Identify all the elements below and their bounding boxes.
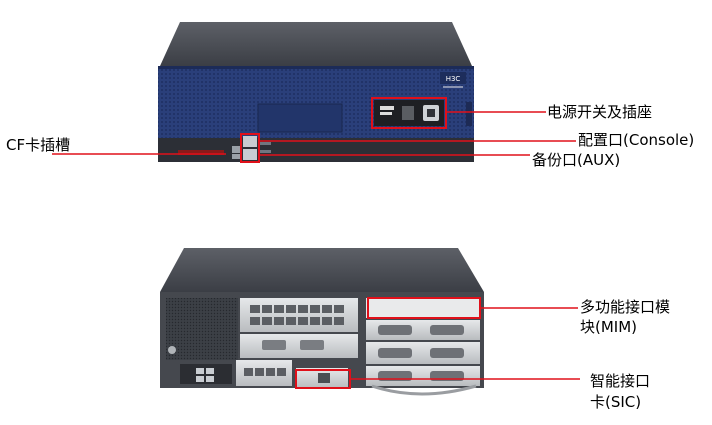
rear-port-b: [206, 368, 214, 374]
front-device: H3C: [158, 22, 474, 162]
label-mim-line2: 块(MIM): [580, 318, 638, 336]
aux-port: [243, 149, 257, 160]
rear-module-left-2: [240, 334, 358, 358]
rear-device: [160, 248, 484, 396]
rear-cable: [371, 384, 477, 396]
brand-logo: H3C: [440, 72, 466, 88]
cf-slot-opening: [178, 150, 224, 155]
front-indicator-2: [259, 150, 271, 153]
rear-port-d: [206, 376, 214, 382]
label-mim-line1: 多功能接口模: [580, 298, 671, 316]
front-inner-panel: [257, 103, 343, 133]
power-module: [374, 100, 444, 126]
rear-port-a: [196, 368, 204, 374]
front-handle: [466, 102, 472, 126]
label-aux: 备份口(AUX): [532, 151, 621, 169]
mim-module-1: [366, 298, 480, 318]
console-port: [243, 136, 257, 147]
label-cf-slot: CF卡插槽: [6, 136, 71, 154]
rear-serial-connector-1: [262, 340, 286, 350]
sic-port: [318, 373, 330, 383]
label-sic-line1: 智能接口: [590, 372, 651, 390]
rear-screw: [168, 346, 176, 354]
mim-module-3: [366, 342, 480, 364]
front-panel-edge: [158, 66, 474, 69]
front-led: [232, 154, 240, 159]
rear-serial-connector-2: [300, 340, 324, 350]
console-aux-highlight-box: [240, 133, 260, 163]
label-sic-line2: 卡(SIC): [590, 393, 642, 411]
brand-logo-text: H3C: [446, 75, 461, 83]
rear-module-ports-1: [250, 305, 344, 325]
front-indicator-1: [259, 142, 271, 145]
rear-port-c: [196, 376, 204, 382]
front-usb-port: [232, 146, 240, 153]
rear-fan-area: [166, 298, 238, 360]
power-highlight-box: [371, 97, 447, 129]
front-chassis-top: [160, 22, 472, 66]
rear-chassis-top: [160, 248, 484, 292]
rear-module-left-1: [240, 298, 358, 332]
label-console: 配置口(Console): [578, 131, 695, 149]
label-power: 电源开关及插座: [547, 103, 653, 121]
